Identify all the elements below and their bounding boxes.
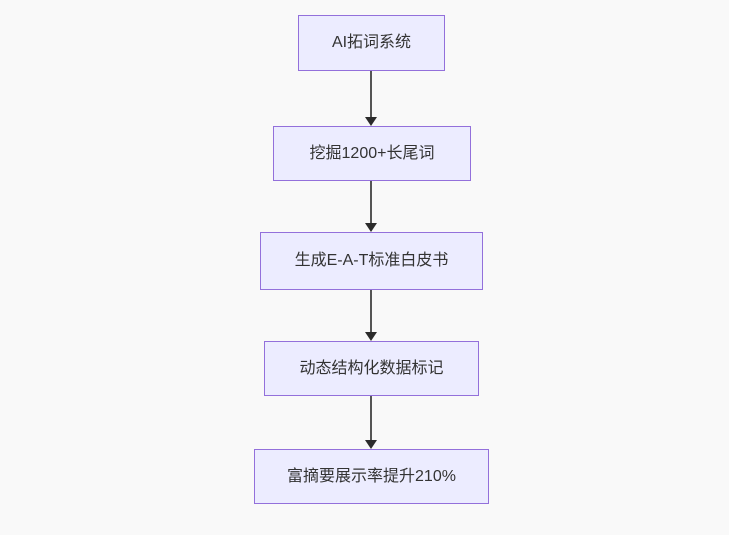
flow-node-label: AI拓词系统	[331, 34, 412, 52]
flow-node-step-2: 挖掘1200+长尾词	[273, 126, 471, 181]
flow-edge-3	[364, 290, 378, 341]
flow-node-step-4: 动态结构化数据标记	[264, 341, 479, 396]
flow-edge-1	[364, 71, 378, 126]
flow-edge-4	[364, 396, 378, 449]
arrow-down-icon	[365, 440, 377, 449]
flow-node-step-5: 富摘要展示率提升210%	[254, 449, 489, 504]
edge-line	[370, 181, 372, 224]
arrow-down-icon	[365, 332, 377, 341]
edge-line	[370, 290, 372, 333]
arrow-down-icon	[365, 117, 377, 126]
arrow-down-icon	[365, 223, 377, 232]
flow-edge-2	[364, 181, 378, 232]
edge-line	[370, 396, 372, 441]
flow-node-step-3: 生成E-A-T标准白皮书	[260, 232, 483, 290]
flow-node-step-1: AI拓词系统	[298, 15, 445, 71]
flow-node-label: 动态结构化数据标记	[299, 359, 444, 377]
flow-node-label: 挖掘1200+长尾词	[309, 144, 435, 162]
flow-node-label: 富摘要展示率提升210%	[287, 467, 456, 485]
edge-line	[370, 71, 372, 118]
flow-node-label: 生成E-A-T标准白皮书	[294, 252, 449, 270]
